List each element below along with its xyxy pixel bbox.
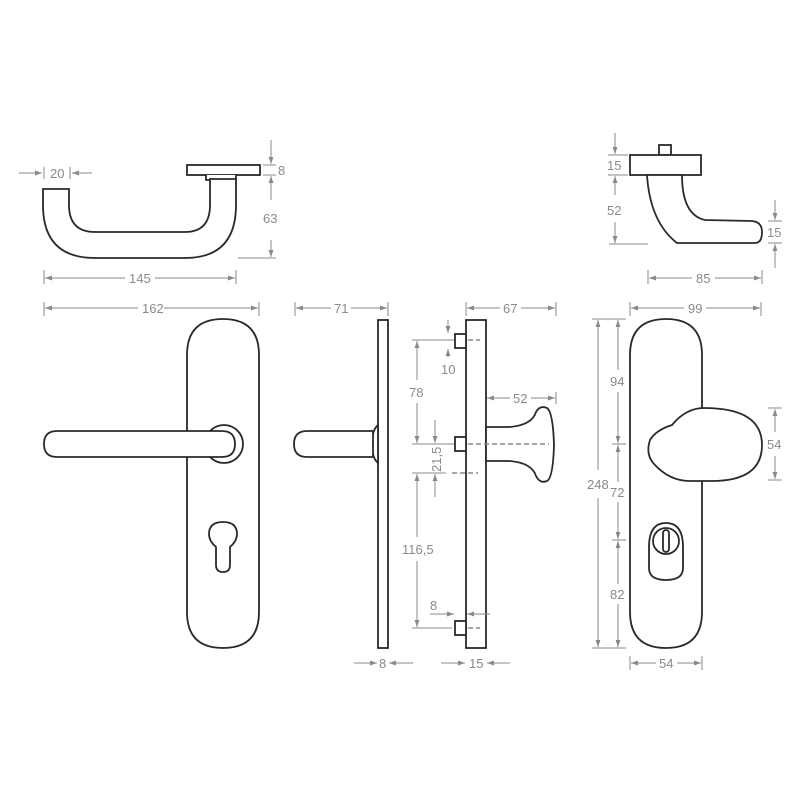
lever-side-view: 71 8 bbox=[293, 301, 413, 671]
lever-profile bbox=[42, 178, 237, 259]
dim-overall-width: 99 bbox=[688, 301, 702, 316]
rose-plate bbox=[186, 164, 261, 176]
dim-lever-diameter: 20 bbox=[50, 166, 64, 181]
dim-projection: 71 bbox=[334, 301, 348, 316]
dim-plate-thickness: 15 bbox=[469, 656, 483, 671]
fixing-pin-top bbox=[454, 333, 467, 349]
backplate bbox=[629, 318, 703, 649]
knob-profile bbox=[646, 174, 763, 244]
fixing-pin-middle bbox=[454, 436, 467, 452]
dim-rose-thickness: 15 bbox=[607, 158, 621, 173]
knob-side-view: 67 52 10 78 21,5 116,5 8 15 bbox=[402, 301, 557, 671]
dim-pin-offset: 10 bbox=[441, 362, 455, 377]
dim-length: 85 bbox=[696, 271, 710, 286]
dim-plate-thickness: 8 bbox=[379, 656, 386, 671]
dim-projection: 67 bbox=[503, 301, 517, 316]
lever-end bbox=[293, 430, 374, 458]
lever-top-view: 20 8 63 145 bbox=[19, 140, 285, 286]
dim-knob-projection: 52 bbox=[513, 391, 527, 406]
cylinder-keyhole bbox=[208, 521, 238, 573]
dim-top-to-knob: 94 bbox=[610, 374, 624, 389]
dim-center-offset: 21,5 bbox=[429, 447, 444, 472]
dim-projection: 63 bbox=[263, 211, 277, 226]
backplate-edge bbox=[465, 319, 487, 649]
knob-front-view: 99 248 94 72 82 54 54 bbox=[587, 301, 782, 671]
backplate bbox=[186, 318, 260, 649]
dim-cylinder-to-bottom: 82 bbox=[610, 587, 624, 602]
spindle-stub bbox=[658, 144, 672, 156]
dim-plate-height: 248 bbox=[587, 477, 609, 492]
knob bbox=[647, 407, 763, 482]
dim-plate-width: 54 bbox=[659, 656, 673, 671]
dim-lower-spacing: 116,5 bbox=[402, 542, 434, 557]
knob-top-view: 15 52 15 85 bbox=[607, 133, 782, 286]
dim-knob-to-cylinder: 72 bbox=[610, 485, 624, 500]
thumbturn bbox=[662, 529, 670, 553]
dim-upper-spacing: 78 bbox=[409, 385, 423, 400]
dim-projection: 52 bbox=[607, 203, 621, 218]
lever-handle bbox=[43, 430, 236, 458]
dim-length: 145 bbox=[129, 271, 151, 286]
dim-rose-thickness: 8 bbox=[278, 163, 285, 178]
dim-overall-width: 162 bbox=[142, 301, 164, 316]
dim-pin-inset: 8 bbox=[430, 598, 437, 613]
rose-plate bbox=[629, 154, 702, 176]
lever-front-view: 162 bbox=[43, 301, 260, 649]
dim-grip-thickness: 15 bbox=[767, 225, 781, 240]
dim-knob-height: 54 bbox=[767, 437, 781, 452]
backplate-edge bbox=[377, 319, 389, 649]
fixing-pin-bottom bbox=[454, 620, 467, 636]
